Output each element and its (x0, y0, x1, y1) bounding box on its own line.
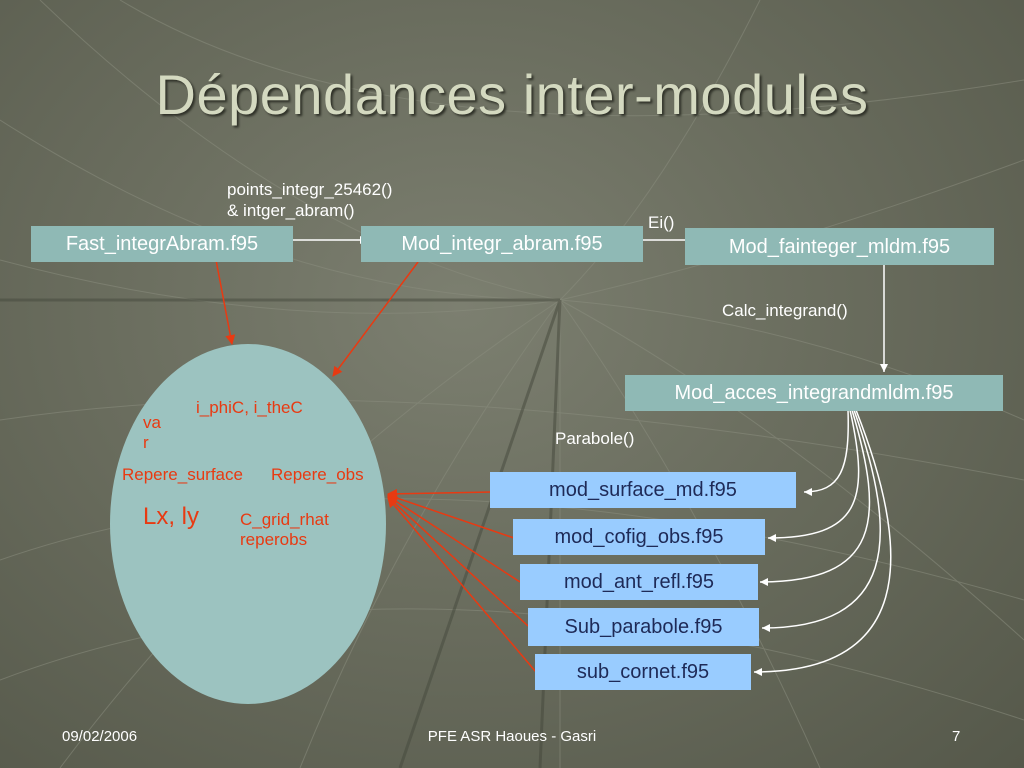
module-mod-fainteger-mldm: Mod_fainteger_mldm.f95 (685, 228, 994, 265)
edge-label-points-line1: points_integr_25462() (227, 180, 393, 199)
edge-label-points-line2: & intger_abram() (227, 201, 355, 221)
module-mod-integr-abram: Mod_integr_abram.f95 (361, 226, 643, 262)
footer-date: 09/02/2006 (62, 728, 138, 745)
var-label: va r (143, 413, 161, 452)
module-mod-cofig-obs: mod_cofig_obs.f95 (513, 519, 765, 555)
red-arrow-parabole-to-ellipse (387, 496, 529, 627)
arrow-acces-to-antrefl (759, 409, 871, 586)
module-mod-ant-refl: mod_ant_refl.f95 (520, 564, 758, 600)
var-label-line1: va (143, 413, 161, 432)
red-arrow-cofig-to-ellipse (387, 493, 515, 539)
var-lx-ly: Lx, ly (143, 503, 200, 530)
red-arrow-integr-to-ellipse (332, 261, 419, 377)
arrow-acces-to-cornet (753, 409, 892, 676)
var-cgrid-line1: C_grid_rhat (240, 510, 329, 529)
edge-label-ei: Ei() (648, 213, 675, 232)
var-cgrid-reperobs: C_grid_rhat reperobs (240, 510, 329, 549)
edge-label-calc-integrand: Calc_integrand() (722, 301, 848, 320)
arrow-acces-to-parabole (761, 409, 881, 632)
red-arrow-fast-to-ellipse (215, 259, 236, 345)
red-arrow-cornet-to-ellipse (387, 497, 537, 673)
red-arrow-surface-to-ellipse (387, 488, 493, 499)
module-mod-acces-integrandmldm: Mod_acces_integrandmldm.f95 (625, 375, 1003, 411)
var-label-line2: r (143, 432, 149, 452)
red-arrow-antrefl-to-ellipse (387, 495, 521, 583)
module-fast-integrabram: Fast_integrAbram.f95 (31, 226, 293, 262)
edge-label-parabole: Parabole() (555, 429, 635, 448)
var-cgrid-line2: reperobs (240, 529, 308, 549)
arrow-acces-to-surface (803, 409, 849, 496)
module-sub-cornet: sub_cornet.f95 (535, 654, 751, 690)
arrow-acces-to-cofig (767, 409, 860, 542)
var-iphic-ithec: i_phiC, i_theC (196, 398, 303, 417)
module-sub-parabole: Sub_parabole.f95 (528, 608, 759, 646)
footer-center-text: PFE ASR Haoues - Gasri (427, 728, 597, 745)
page-title: Dépendances inter-modules (155, 63, 869, 126)
edge-label-points-integr: points_integr_25462() & intger_abram() (227, 179, 392, 222)
shared-variables-ellipse (110, 344, 386, 704)
footer-page-number: 7 (952, 728, 961, 745)
var-repere-surface: Repere_surface (122, 465, 243, 484)
var-repere-obs: Repere_obs (271, 465, 364, 484)
module-mod-surface-md: mod_surface_md.f95 (490, 472, 796, 508)
